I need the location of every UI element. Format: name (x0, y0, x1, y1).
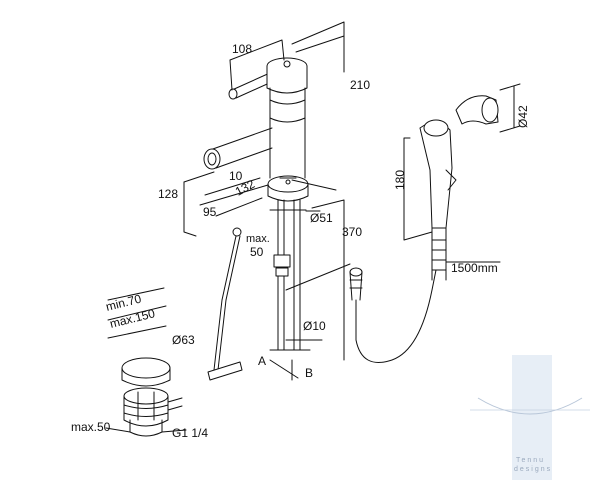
dim-waste-thread: G1 1/4 (172, 426, 208, 440)
dim-waste-depth: max.50 (71, 420, 111, 434)
watermark-text-1: Tennu (516, 457, 545, 464)
dim-shank-length: 370 (342, 225, 362, 239)
dim-handle-length: 108 (232, 42, 252, 56)
dim-spout-reach: 95 (203, 205, 217, 219)
watermark-text-2: designs (514, 466, 552, 473)
hand-shower (403, 119, 501, 281)
dim-holder-diameter: Ø42 (516, 105, 530, 128)
hose (349, 267, 437, 363)
faucet-body (203, 57, 309, 202)
waste-cap (121, 357, 171, 379)
wall-holder (455, 83, 521, 133)
watermark-arc (477, 397, 583, 415)
watermark-bar (512, 355, 552, 480)
dim-hose-diameter: Ø10 (303, 319, 326, 333)
waste-assembly (105, 287, 187, 437)
dim-base-diameter: Ø51 (310, 211, 333, 225)
dim-connector-a: A (258, 354, 266, 368)
dim-max-hole-value: 50 (250, 245, 264, 259)
watermark: Tennu designs (470, 355, 590, 480)
shank-rods (269, 199, 351, 381)
dim-connector-b: B (305, 366, 313, 380)
popup-rod (207, 227, 243, 381)
dim-height-total: 210 (350, 78, 370, 92)
lever-tip (228, 88, 238, 100)
dimension-lines-top (183, 21, 345, 361)
dim-waste-diameter: Ø63 (172, 333, 195, 347)
main-column (269, 87, 306, 179)
dim-spout-height: 128 (158, 187, 178, 201)
spout (209, 127, 273, 169)
dim-handshower-height: 180 (393, 170, 407, 190)
dim-max-hole: max. (246, 233, 270, 245)
dim-angle-small: 10 (229, 169, 243, 183)
dim-hose-length: 1500mm (451, 261, 498, 275)
